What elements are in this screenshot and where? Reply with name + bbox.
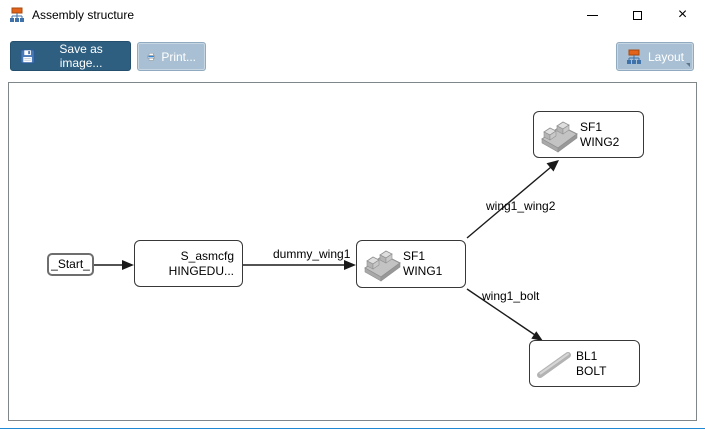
minimize-icon (587, 14, 598, 16)
minimize-button[interactable] (570, 0, 615, 30)
node-wing1[interactable]: SF1 WING1 (356, 240, 466, 288)
node-wing2[interactable]: SF1 WING2 (533, 111, 644, 158)
layout-button[interactable]: Layout (616, 42, 694, 71)
node-wing2-line1: SF1 (580, 119, 603, 134)
bolt-part-icon (537, 351, 571, 378)
diagram-edges (94, 160, 559, 341)
node-bolt-line1: BL1 (576, 348, 598, 363)
node-bolt[interactable]: BL1 BOLT (529, 340, 640, 387)
close-button[interactable]: × (660, 0, 705, 30)
node-hingedu-line2: HINGEDU... (168, 263, 234, 278)
node-hingedu[interactable]: S_asmcfg HINGEDU... (134, 240, 243, 287)
node-hingedu-line1: S_asmcfg (180, 248, 234, 263)
layout-label: Layout (647, 49, 684, 64)
edge-label-dummy-wing1: dummy_wing1 (273, 247, 351, 261)
save-as-image-label: Save as image... (59, 42, 103, 70)
maximize-icon (633, 10, 642, 20)
wing-part-icon (364, 250, 401, 282)
edge-label-wing1-wing2: wing1_wing2 (486, 199, 556, 213)
edge-label-wing1-bolt: wing1_bolt (482, 289, 540, 303)
close-icon: × (677, 6, 688, 23)
caption-buttons: × (570, 0, 705, 30)
floppy-disk-icon (20, 48, 35, 64)
print-label: Print... (161, 49, 196, 64)
window-title: Assembly structure (32, 8, 135, 22)
node-start-label: _Start_ (51, 257, 90, 271)
save-as-image-button[interactable]: Save as image... (10, 41, 131, 71)
title-bar: Assembly structure × (0, 0, 705, 30)
print-button[interactable]: Print... (137, 42, 206, 71)
assembly-tree-icon (10, 7, 24, 22)
node-wing1-line2: WING1 (403, 264, 443, 278)
dropdown-arrow-icon (686, 63, 690, 67)
wing-part-icon (541, 121, 578, 153)
node-wing2-line2: WING2 (580, 134, 620, 149)
diagram-canvas[interactable]: dummy_wing1 wing1_wing2 wing1_bolt _Star… (8, 82, 697, 421)
node-bolt-line2: BOLT (576, 363, 607, 378)
maximize-button[interactable] (615, 0, 660, 30)
node-wing1-line1: SF1 (403, 249, 426, 263)
layout-tree-icon (626, 49, 641, 64)
printer-icon (147, 52, 155, 61)
toolbar: Save as image... Print... Layout (0, 30, 705, 82)
node-start[interactable]: _Start_ (47, 253, 94, 276)
